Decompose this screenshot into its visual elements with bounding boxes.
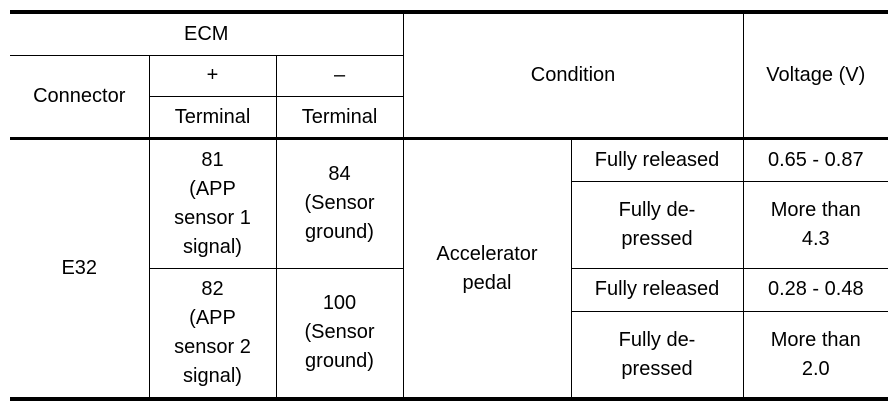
plus-header: + [148,54,277,97]
voltage-cell: 0.28 - 0.48 [742,267,889,313]
condition-cell: Fully de- pressed [570,311,744,401]
ecm-header: ECM [10,9,404,56]
condition-cell: Fully de- pressed [570,181,744,269]
plus-terminal-cell: 82 (APP sensor 2 signal) [148,267,277,401]
connector-value: E32 [10,137,150,402]
accelerator-pedal-cell: Accelerator pedal [402,137,572,402]
plus-terminal-cell: 81 (APP sensor 1 signal) [148,137,277,269]
voltage-cell: 0.65 - 0.87 [742,137,889,183]
table-row: 82 (APP sensor 2 signal) 100 (Sensor gro… [10,267,889,401]
terminal-minus-header: Terminal [275,95,404,140]
voltage-cell: More than 2.0 [742,311,889,401]
connector-header: Connector [10,54,150,140]
terminal-plus-header: Terminal [148,95,277,140]
voltage-header: Voltage (V) [742,10,889,140]
minus-terminal-cell: 100 (Sensor ground) [275,267,404,401]
table-row: Fully de- pressed More than 4.3 [10,181,889,269]
table-row: E32 81 (APP sensor 1 signal) 84 (Sensor … [10,137,889,402]
condition-cell: Fully released [570,267,744,313]
minus-header: – [275,54,404,97]
table-row: Fully de- pressed More than 2.0 [10,311,889,401]
minus-terminal-cell: 84 (Sensor ground) [275,137,404,269]
ecm-voltage-table: ECM Condition Voltage (V) Connector + – … [10,9,889,402]
header-row-2: Connector + – [10,54,888,140]
header-row-1: ECM Condition Voltage (V) [10,9,889,140]
condition-cell: Fully released [570,137,744,183]
condition-header: Condition [402,10,744,140]
voltage-cell: More than 4.3 [742,181,889,269]
